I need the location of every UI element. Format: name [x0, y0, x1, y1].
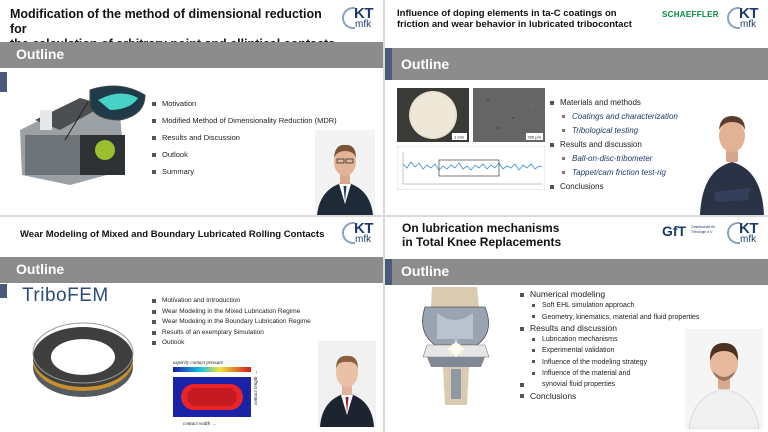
- slide-title: Influence of doping elements in ta-C coa…: [397, 8, 677, 31]
- tribofem-logo: TriboFEM: [22, 285, 109, 306]
- presenter-photo: [685, 329, 763, 429]
- outline-list: Motivation Modified Method of Dimensiona…: [152, 95, 337, 180]
- svg-text:200 µm: 200 µm: [528, 135, 542, 140]
- outline-subitem: Ball-on-disc-tribometer: [550, 152, 678, 166]
- outline-item: Motivation: [152, 95, 337, 112]
- outline-subitem: Experimental validation: [520, 345, 699, 356]
- slide-title: Wear Modeling of Mixed and Boundary Lubr…: [20, 229, 325, 240]
- svg-text:contact width →: contact width →: [183, 422, 216, 427]
- thrust-bearing-image: [32, 322, 134, 397]
- kt-mfk-logo: KT mfk: [727, 220, 763, 248]
- outline-subitem: Geometry, kinematics, material and fluid…: [520, 312, 699, 323]
- presenter-photo: [318, 341, 376, 427]
- outline-item: Results and discussion: [550, 138, 678, 152]
- outline-item: Materials and methods: [550, 96, 678, 110]
- slide-title-line1: Influence of doping elements in ta-C coa…: [397, 8, 617, 19]
- outline-label: Outline: [16, 261, 65, 277]
- outline-list: Materials and methods Coatings and chara…: [550, 96, 678, 194]
- svg-text:1 mm: 1 mm: [454, 135, 465, 140]
- knee-implant-image: [397, 287, 515, 407]
- outline-subitem: Influence of the material and: [520, 368, 699, 379]
- slide-wear-modeling: Wear Modeling of Mixed and Boundary Lubr…: [0, 217, 383, 432]
- outline-subitem-continued: synovial fluid properties: [520, 379, 699, 390]
- presenter-photo: [315, 130, 375, 215]
- micrograph-surface-image: 200 µm: [473, 88, 545, 142]
- kt-mfk-logo: KT mfk: [342, 5, 378, 33]
- outline-subitem: Coatings and characterization: [550, 110, 678, 124]
- horizontal-divider: [0, 215, 768, 217]
- outline-list: Motivation and Introduction Wear Modelin…: [152, 296, 311, 349]
- outline-item: Conclusions: [520, 391, 699, 402]
- outline-subitem: Lubrication mechanisms: [520, 334, 699, 345]
- outline-label: Outline: [401, 263, 450, 279]
- outline-label: Outline: [401, 56, 450, 72]
- outline-list: Numerical modeling Soft EHL simulation a…: [520, 289, 699, 402]
- gft-logo: GfT: [662, 223, 687, 239]
- slide-mdr: Modification of the method of dimensiona…: [0, 0, 383, 215]
- outline-item: Summary: [152, 163, 337, 180]
- slide-ta-c-coatings: Influence of doping elements in ta-C coa…: [385, 0, 768, 215]
- presenter-photo: [700, 100, 764, 215]
- outline-item: Modified Method of Dimensionality Reduct…: [152, 112, 337, 129]
- slide-title-line1: Modification of the method of dimensiona…: [10, 7, 322, 36]
- micrograph-circle-image: 1 mm: [397, 88, 469, 142]
- outline-bar: Outline: [385, 259, 768, 285]
- left-accent: [0, 284, 7, 298]
- slide-title: On lubrication mechanisms in Total Knee …: [402, 221, 642, 250]
- outline-item: Outlook: [152, 338, 311, 349]
- svg-text:contact length →: contact length →: [254, 370, 259, 405]
- outline-item: Results and discussion: [520, 323, 699, 334]
- outline-bar: Outline: [0, 42, 383, 68]
- outline-subitem: Tappet/cam friction test-rig: [550, 166, 678, 180]
- outline-item: Outlook: [152, 146, 337, 163]
- outline-item: Numerical modeling: [520, 289, 699, 300]
- outline-item: Conclusions: [550, 180, 678, 194]
- schaeffler-logo: SCHAEFFLER: [662, 10, 719, 19]
- svg-text:asperity contact pressure: asperity contact pressure: [173, 361, 224, 366]
- outline-subitem: Soft EHL simulation approach: [520, 300, 699, 311]
- outline-item: Wear Modeling in the Boundary Lubricatio…: [152, 317, 311, 328]
- left-accent: [0, 72, 7, 92]
- kt-mfk-logo: KT mfk: [342, 220, 378, 248]
- gft-logo-subtext: Gesellschaft für Tribologie e.V.: [691, 225, 716, 234]
- outline-bar: Outline: [0, 257, 383, 283]
- outline-item: Results and Discussion: [152, 129, 337, 146]
- slide-title-line2: friction and wear behavior in lubricated…: [397, 19, 632, 31]
- outline-item: Wear Modeling in the Mixed Lubrication R…: [152, 307, 311, 318]
- slide-title-line1: On lubrication mechanisms: [402, 221, 560, 235]
- slide-knee-replacements: On lubrication mechanisms in Total Knee …: [385, 217, 768, 432]
- slide-title-line2: in Total Knee Replacements: [402, 235, 562, 250]
- friction-signal-plot: [397, 146, 545, 190]
- outline-item: Motivation and Introduction: [152, 296, 311, 307]
- outline-bar: Outline: [385, 48, 768, 80]
- outline-label: Outline: [16, 46, 65, 62]
- contact-pressure-plot: asperity contact pressure contact width …: [173, 361, 259, 427]
- outline-subitem: Tribological testing: [550, 124, 678, 138]
- outline-item: Results of an exemplary Simulation: [152, 328, 311, 339]
- outline-subitem: Influence of the modeling strategy: [520, 357, 699, 368]
- kt-mfk-logo: KT mfk: [727, 5, 763, 33]
- bearing-machine-image: [10, 80, 150, 190]
